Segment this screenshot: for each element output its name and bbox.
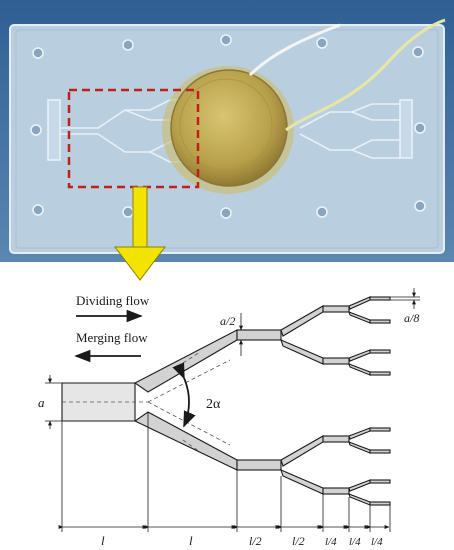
- dim-a-eighth-label: a/8: [404, 311, 419, 325]
- len-l-quarter-3: l/4: [371, 536, 383, 548]
- len-l-half-2: l/2: [292, 534, 305, 548]
- photo-channels-left: [47, 99, 200, 163]
- angle-label: 2α: [206, 397, 221, 412]
- white-wire: [248, 23, 341, 77]
- yellow-wire: [285, 18, 446, 132]
- piezo-disc: [170, 69, 288, 187]
- len-l-2: l: [189, 533, 193, 548]
- merging-flow-label: Merging flow: [76, 330, 148, 345]
- dim-a: [45, 375, 62, 429]
- device-photo: [0, 0, 454, 262]
- dim-a-eighth: [390, 288, 420, 309]
- len-l-1: l: [101, 533, 105, 548]
- centerlines: [62, 351, 231, 453]
- len-l-half-1: l/2: [249, 534, 262, 548]
- dividing-flow-label: Dividing flow: [76, 293, 150, 308]
- mounting-holes: [30, 34, 426, 219]
- channel-network: [61, 296, 391, 506]
- len-l-quarter-1: l/4: [325, 536, 337, 548]
- dim-a-label: a: [38, 395, 45, 410]
- len-l-quarter-2: l/4: [349, 536, 361, 548]
- extension-lines: [61, 412, 391, 532]
- dim-a-half-label: a/2: [220, 314, 235, 328]
- channel-schematic: Dividing flow Merging flow: [38, 288, 420, 548]
- yellow-down-arrow-icon: [113, 186, 167, 281]
- angle-arc: [172, 362, 196, 428]
- photo-channels-right: [299, 99, 413, 159]
